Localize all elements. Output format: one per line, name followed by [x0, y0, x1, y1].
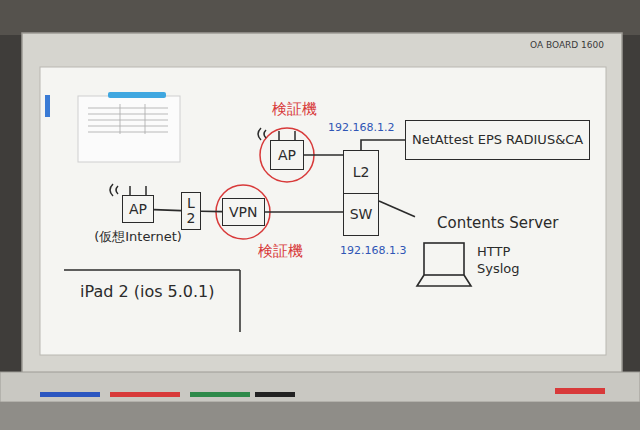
antenna-symbol [110, 128, 295, 196]
marker [190, 392, 250, 397]
access-point-box: AP(仮想Internet) [122, 195, 154, 223]
bracket [64, 270, 240, 332]
board-frame [22, 33, 622, 375]
vpn-box: VPN [222, 198, 265, 226]
connector [304, 154, 343, 156]
connector [265, 211, 344, 213]
node-label: NetAttest EPS RADIUS&CA [412, 132, 583, 148]
node-label: AP [278, 147, 296, 163]
connector [154, 210, 181, 211]
wall [0, 0, 640, 35]
server-box: NetAttest EPS RADIUS&CA [405, 120, 590, 160]
note-label: 検証機 [272, 100, 317, 119]
highlight-circle [216, 185, 270, 239]
marker [255, 392, 295, 397]
connector [379, 201, 415, 217]
l2-switch-box: L2SW [343, 150, 379, 236]
node-label: VPN [229, 204, 258, 220]
device-note: iPad 2 (ios 5.0.1) [80, 282, 215, 301]
note-label: 検証機 [258, 242, 303, 261]
marker [40, 392, 100, 397]
board-surface [40, 67, 606, 355]
marker-tray [0, 372, 640, 402]
node-label: L2 [184, 196, 198, 227]
node-label: Contents Server [437, 214, 558, 232]
paper-table [88, 104, 168, 134]
contents-server: Contents ServerHTTP Syslog [415, 212, 575, 292]
brand-label: OA BOARD 1600 [530, 40, 604, 50]
connector [361, 140, 405, 150]
node-sublabel: SW [344, 193, 378, 236]
laptop-base [417, 275, 471, 286]
laptop-screen [424, 243, 464, 275]
access-point-box: AP [270, 140, 304, 170]
magnet [45, 95, 50, 117]
connector [201, 210, 222, 212]
paper-sheet [78, 96, 180, 162]
marker [110, 392, 180, 397]
node-sublabel: (仮想Internet) [94, 228, 182, 246]
ip-address: 192.168.1.2 [328, 121, 394, 134]
node-sublabel: HTTP Syslog [477, 244, 535, 278]
node-label: L2 [344, 151, 378, 193]
marker [555, 388, 605, 394]
magnet [108, 92, 166, 98]
l2-switch-box: L2 [181, 192, 201, 230]
node-label: AP [129, 201, 147, 217]
laptop-illustration [415, 240, 477, 290]
ip-address: 192.168.1.3 [340, 244, 406, 257]
floor [0, 402, 640, 430]
